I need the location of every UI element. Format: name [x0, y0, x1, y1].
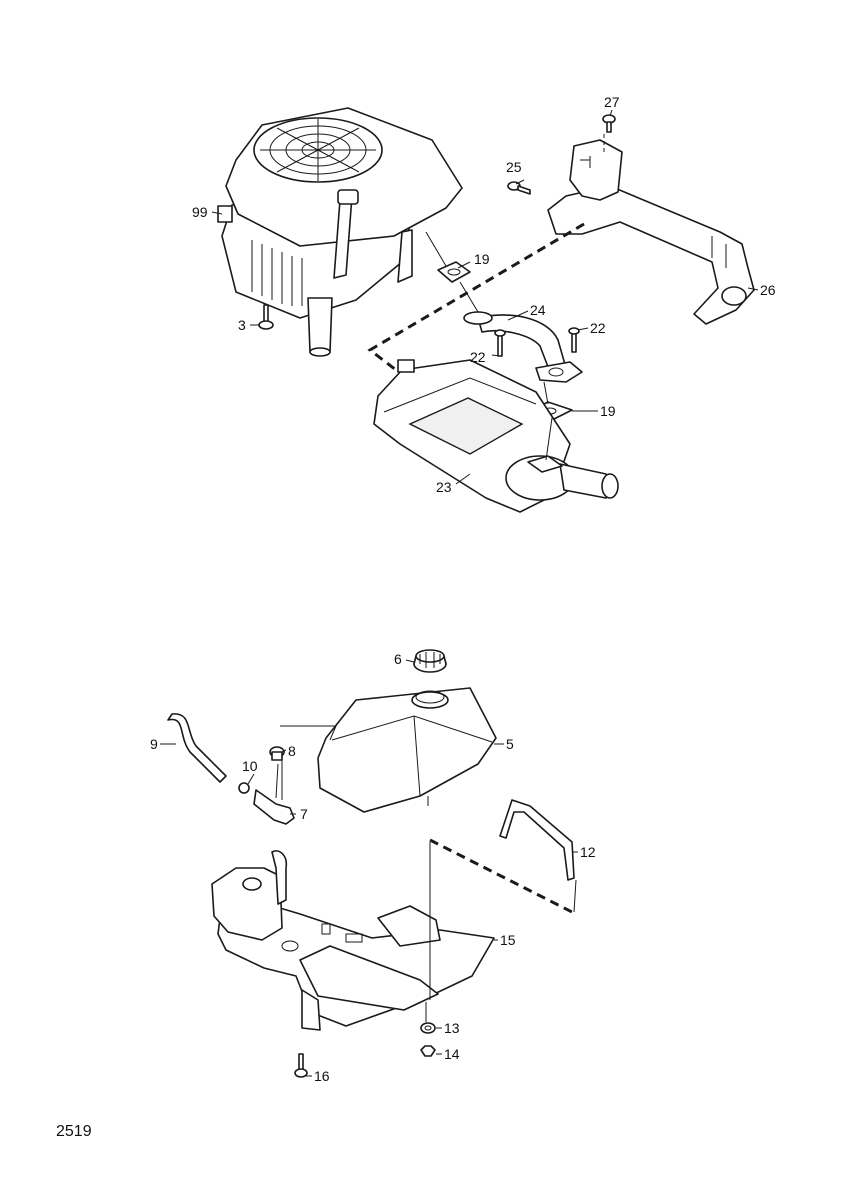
muffler-23 — [373, 359, 619, 513]
diagram-reference-number: 2519 — [56, 1123, 92, 1140]
callout-23: 23 — [436, 479, 452, 495]
bolt-3 — [258, 304, 274, 330]
fuel-hose-9 — [167, 713, 227, 783]
engine — [217, 107, 463, 357]
callout-6: 6 — [394, 651, 402, 667]
bolt-27 — [602, 114, 616, 133]
dash-strap-to-support — [429, 838, 573, 914]
callout-22-left: 22 — [470, 349, 486, 365]
tank-strap-12 — [499, 799, 575, 881]
nut-14 — [420, 1045, 436, 1057]
callout-24: 24 — [530, 302, 546, 318]
bolt-22-left — [494, 329, 506, 357]
callout-9: 9 — [150, 736, 158, 752]
fuel-tank-5 — [317, 687, 497, 813]
bolt-25 — [507, 181, 531, 195]
callout-3: 3 — [238, 317, 246, 333]
washer-13 — [420, 1022, 436, 1034]
callout-15: 15 — [500, 932, 516, 948]
fuel-cap-6 — [413, 649, 447, 673]
callout-12: 12 — [580, 844, 596, 860]
callout-5: 5 — [506, 736, 514, 752]
callout-10: 10 — [242, 758, 258, 774]
callout-16: 16 — [314, 1068, 330, 1084]
grommet-8 — [269, 746, 285, 761]
dash-bracket-to-muffler — [367, 222, 585, 372]
bolt-22-right — [568, 327, 580, 353]
callout-19-upper: 19 — [474, 251, 490, 267]
callout-14: 14 — [444, 1046, 460, 1062]
callout-27: 27 — [604, 94, 620, 110]
exhaust-bracket-26 — [547, 139, 755, 325]
callout-99: 99 — [192, 204, 208, 220]
callout-13: 13 — [444, 1020, 460, 1036]
tank-support-15 — [211, 850, 495, 1031]
callout-7: 7 — [300, 806, 308, 822]
screw-16 — [294, 1053, 308, 1078]
callout-19-lower: 19 — [600, 403, 616, 419]
callout-26: 26 — [760, 282, 776, 298]
fuel-valve-7 — [253, 760, 295, 825]
callout-25: 25 — [506, 159, 522, 175]
hose-clip-10 — [238, 782, 250, 794]
callout-22-right: 22 — [590, 320, 606, 336]
callout-8: 8 — [288, 743, 296, 759]
gasket-19-upper — [437, 261, 471, 283]
